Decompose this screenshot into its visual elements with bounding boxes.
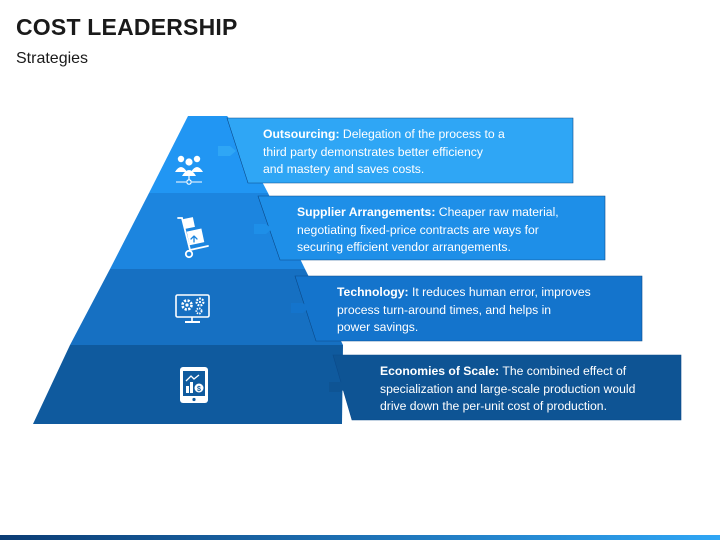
callout-line: securing efficient vendor arrangements.: [297, 240, 511, 254]
pyramid-level-1: [149, 116, 268, 193]
callout-text-4: Economies of Scale: The combined effect …: [380, 363, 635, 416]
callout-line: negotiating fixed-price contracts are wa…: [297, 222, 539, 237]
callout-text-2: Supplier Arrangements: Cheaper raw mater…: [297, 204, 559, 257]
callout-box-1: [226, 117, 574, 184]
callout-line: Cheaper raw material,: [438, 205, 559, 219]
page-title: COST LEADERSHIP: [16, 14, 238, 40]
callout-line: third party demonstrates better efficien…: [263, 144, 483, 159]
hand-truck-icon: [177, 217, 209, 259]
callout-line: Delegation of the process to a: [342, 127, 505, 141]
callout-box-3: [294, 275, 643, 342]
callout-heading: Technology:: [337, 285, 409, 299]
callout-text-3: Technology: It reduces human error, impr…: [337, 284, 591, 337]
callout-line: process turn-around times, and helps in: [337, 302, 552, 317]
monitor-gears-icon: [175, 294, 210, 323]
callout-line: The combined effect of: [502, 364, 627, 378]
pyramid-level-2: [110, 193, 305, 269]
callout-heading: Outsourcing:: [263, 127, 340, 141]
pyramid-level-3: [70, 269, 343, 345]
callout-line: drive down the per-unit cost of producti…: [380, 399, 607, 413]
tablet-chart-icon: $: [180, 367, 208, 403]
callout-heading: Supplier Arrangements:: [297, 205, 436, 219]
callout-heading: Economies of Scale:: [380, 364, 500, 378]
callout-text-1: Outsourcing: Delegation of the process t…: [263, 126, 505, 179]
page-subtitle: Strategies: [16, 50, 89, 67]
pointer-arrow-1: [218, 146, 236, 156]
callout-line: and mastery and saves costs.: [263, 162, 425, 176]
svg-text:$: $: [197, 386, 201, 393]
bottom-accent-bar: [0, 535, 720, 540]
callout-box-4: [332, 354, 682, 421]
pointer-arrow-4: [329, 382, 347, 392]
users-network-icon: [175, 155, 203, 185]
pointer-arrow-3: [291, 303, 309, 313]
callout-line: specialization and large-scale productio…: [380, 381, 636, 396]
callout-box-2: [257, 195, 606, 261]
callout-line: power savings.: [337, 320, 419, 334]
pointer-arrow-2: [254, 224, 272, 234]
callout-line: It reduces human error, improves: [411, 285, 591, 299]
